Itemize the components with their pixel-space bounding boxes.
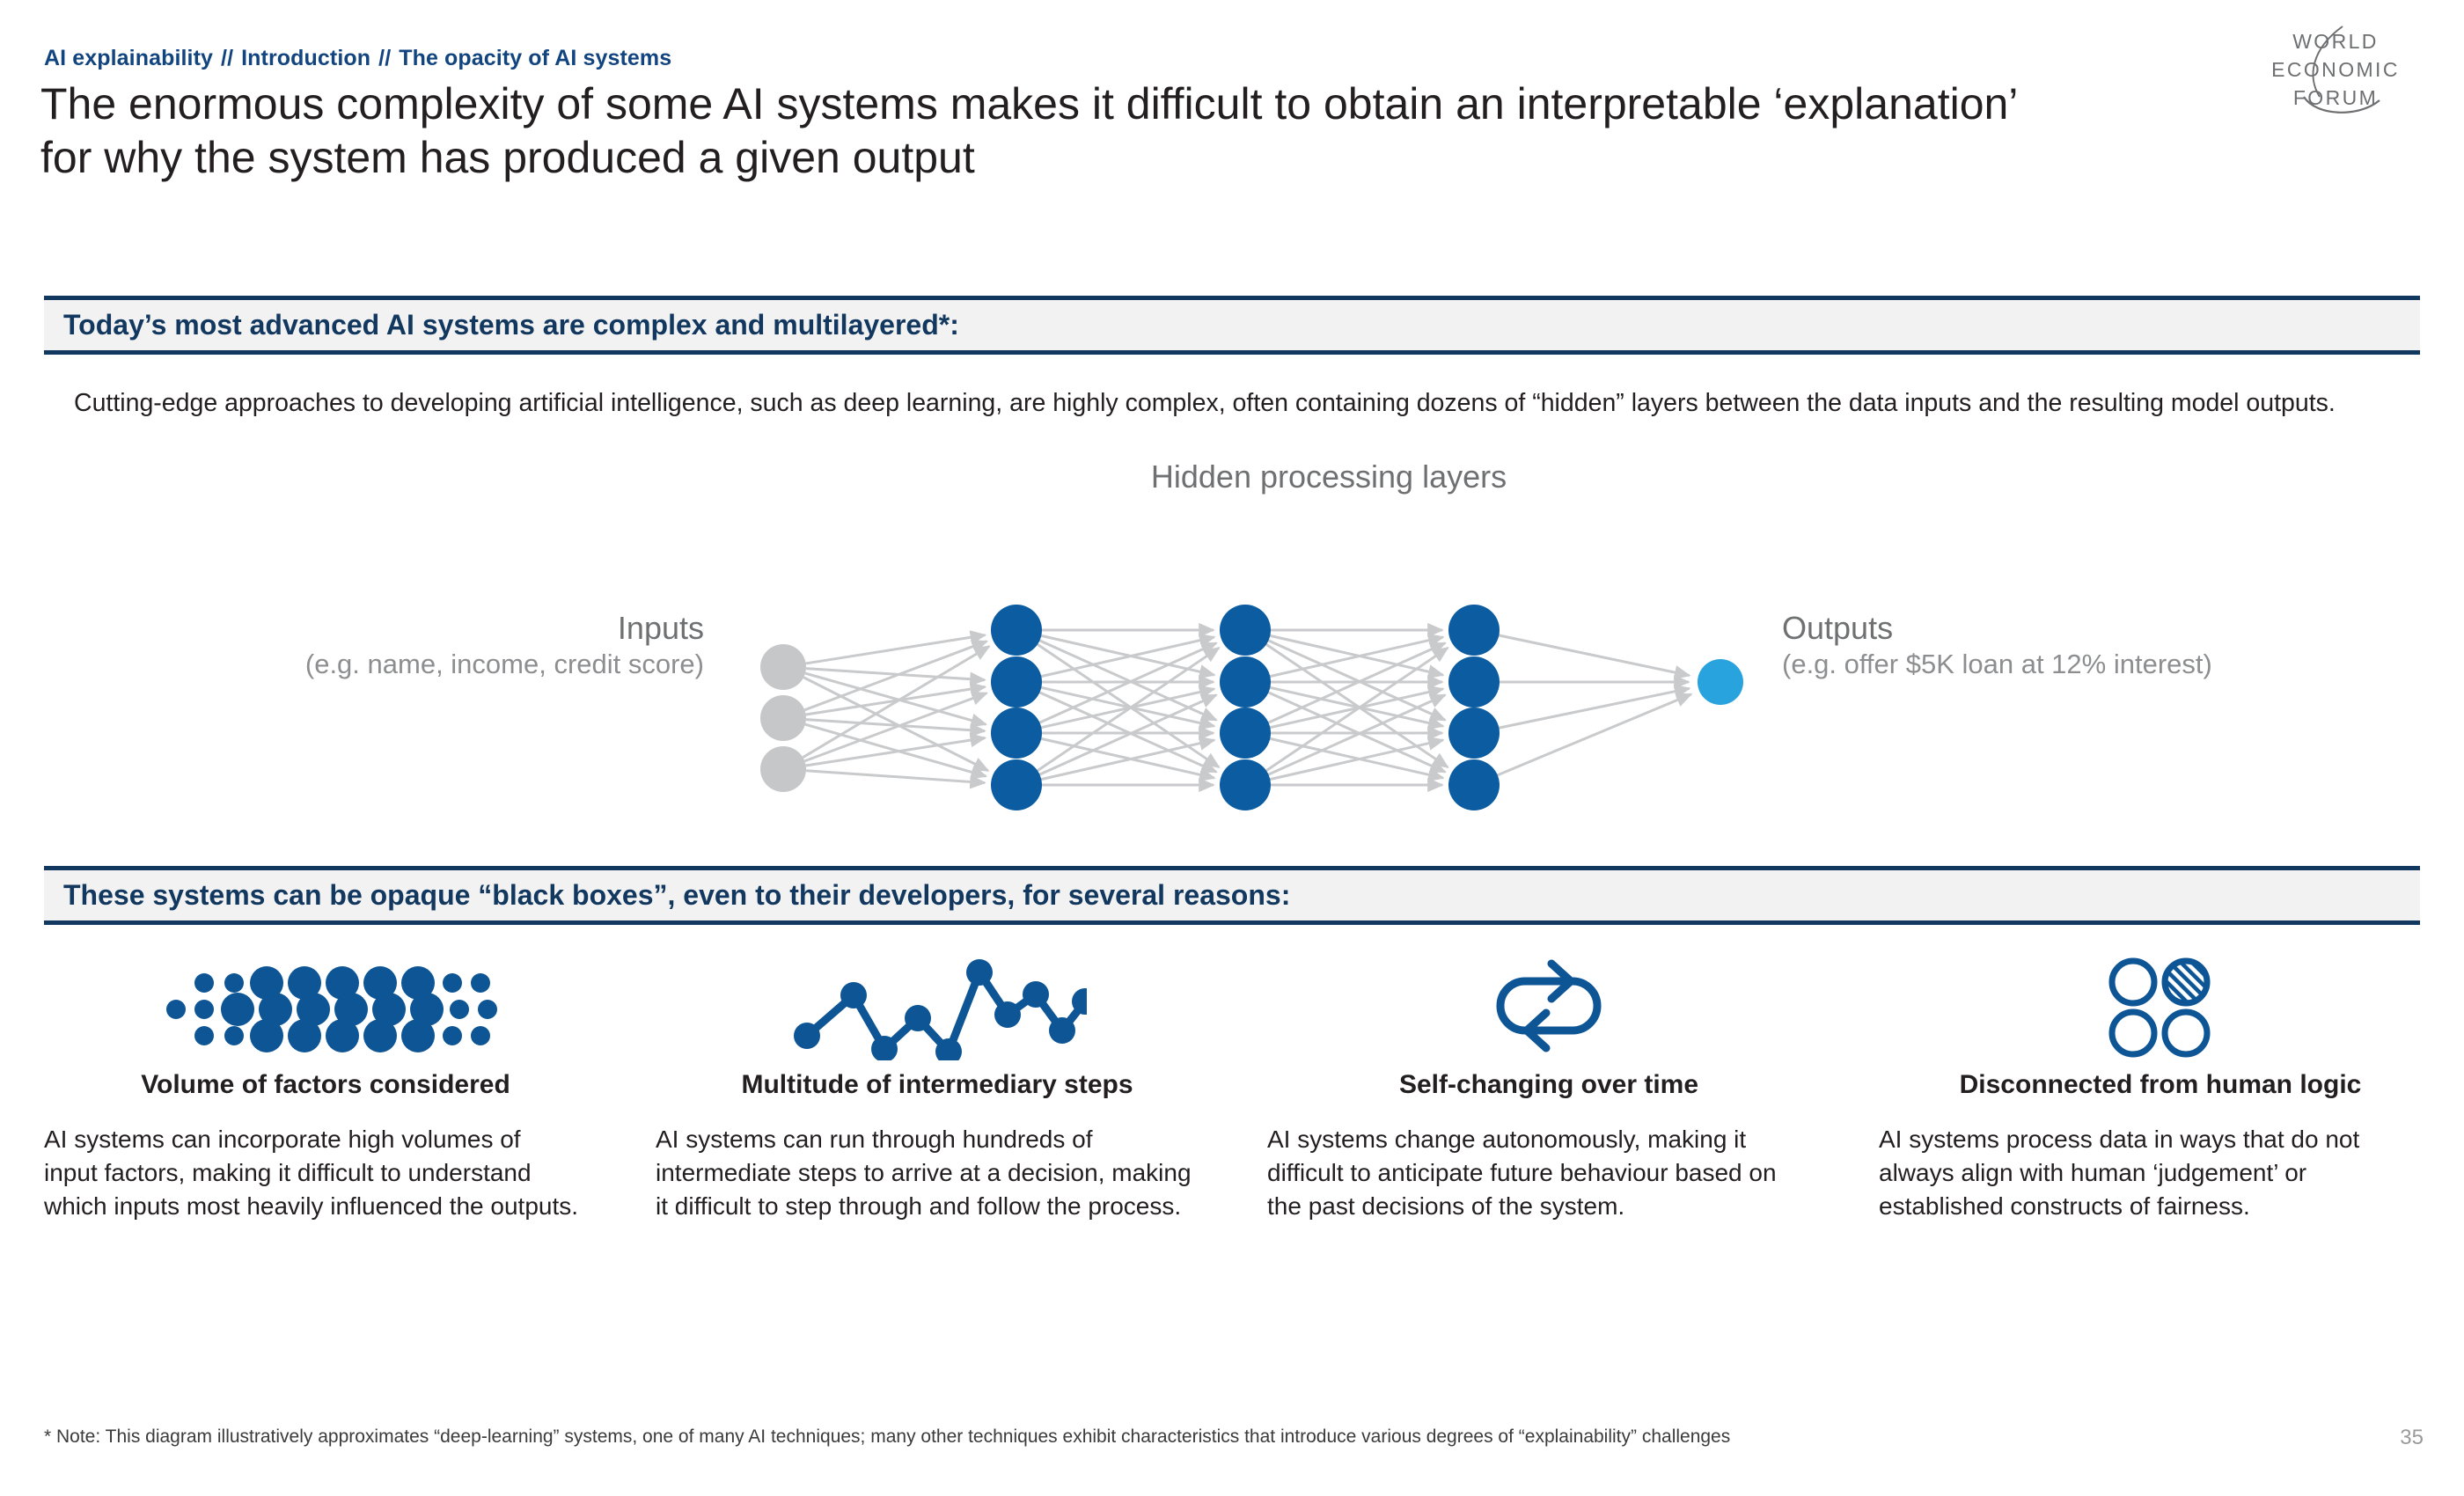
reason-title: Disconnected from human logic xyxy=(1959,1070,2362,1099)
input-node-0 xyxy=(760,644,806,690)
reason-body: AI systems process data in ways that do … xyxy=(1879,1126,2360,1220)
dot-matrix-icon xyxy=(44,950,607,1065)
hidden-node-0-1 xyxy=(991,656,1042,708)
outputs-label: Outputs (e.g. offer $5K loan at 12% inte… xyxy=(1782,609,2433,681)
section2-title: These systems can be opaque “black boxes… xyxy=(63,879,1291,911)
hidden-node-0-0 xyxy=(991,605,1042,656)
breadcrumb-item-2[interactable]: The opacity of AI systems xyxy=(399,46,672,70)
section-header-black-boxes: These systems can be opaque “black boxes… xyxy=(44,866,2420,925)
reason-title: Multitude of intermediary steps xyxy=(741,1070,1133,1099)
hidden-node-2-3 xyxy=(1448,759,1500,810)
world-economic-forum-logo: WORLD ECONOMIC FORUM xyxy=(2248,19,2424,125)
svg-text:ECONOMIC: ECONOMIC xyxy=(2271,58,2400,81)
hidden-node-2-2 xyxy=(1448,708,1500,759)
neural-network-graph xyxy=(760,605,1743,810)
reason-column-volume-of-factors: Volume of factors considered AI systems … xyxy=(44,950,607,1222)
output-node-0 xyxy=(1698,659,1743,705)
outputs-label-title: Outputs xyxy=(1782,610,1894,646)
reason-column-intermediary-steps: Multitude of intermediary steps AI syste… xyxy=(656,950,1219,1222)
reason-body: AI systems can run through hundreds of i… xyxy=(656,1126,1192,1220)
hidden-node-0-2 xyxy=(991,708,1042,759)
reason-column-self-changing: Self-changing over time AI systems chang… xyxy=(1267,950,1830,1222)
reason-column-human-logic: Disconnected from human logic AI systems… xyxy=(1879,950,2442,1222)
page-number: 35 xyxy=(2400,1426,2424,1449)
breadcrumb-item-0[interactable]: AI explainability xyxy=(44,46,214,70)
breadcrumb: AI explainability // Introduction // The opa… xyxy=(44,46,671,71)
hidden-node-1-0 xyxy=(1220,605,1271,656)
four-circles-one-hatched-icon xyxy=(1879,950,2442,1065)
reason-body: AI systems change autonomously, making i… xyxy=(1267,1126,1777,1220)
hidden-node-1-1 xyxy=(1220,656,1271,708)
breadcrumb-separator: // xyxy=(378,46,392,70)
reasons-row: Volume of factors considered AI systems … xyxy=(0,950,2464,1338)
refresh-cycle-icon xyxy=(1267,950,1830,1065)
reason-title: Volume of factors considered xyxy=(141,1070,510,1099)
input-node-2 xyxy=(760,746,806,792)
page-title: The enormous complexity of some AI syste… xyxy=(40,79,2017,182)
input-node-1 xyxy=(760,695,806,741)
hidden-node-1-3 xyxy=(1220,759,1271,810)
neural-network-diagram: Hidden processing layers Inputs (e.g. na… xyxy=(0,458,2464,854)
svg-text:FORUM: FORUM xyxy=(2293,86,2378,109)
hidden-layers-label: Hidden processing layers xyxy=(1150,458,1507,495)
section1-body: Cutting-edge approaches to developing ar… xyxy=(74,389,2336,417)
reason-title: Self-changing over time xyxy=(1398,1070,1699,1099)
outputs-label-sub: (e.g. offer $5K loan at 12% interest) xyxy=(1782,648,2212,679)
breadcrumb-item-1[interactable]: Introduction xyxy=(241,46,371,70)
footnote: * Note: This diagram illustratively appr… xyxy=(44,1426,1731,1447)
inputs-label-sub: (e.g. name, income, credit score) xyxy=(304,648,704,679)
hidden-node-0-3 xyxy=(991,759,1042,810)
hidden-node-1-2 xyxy=(1220,708,1271,759)
hidden-node-2-1 xyxy=(1448,656,1500,708)
inputs-label: Inputs (e.g. name, income, credit score) xyxy=(194,609,704,681)
svg-text:WORLD: WORLD xyxy=(2292,30,2379,53)
reason-body: AI systems can incorporate high volumes … xyxy=(44,1126,579,1220)
inputs-label-title: Inputs xyxy=(617,610,704,646)
section-header-complex-multilayered: Today’s most advanced AI systems are com… xyxy=(44,296,2420,355)
section1-title: Today’s most advanced AI systems are com… xyxy=(63,309,959,341)
zigzag-line-chart-icon xyxy=(656,950,1219,1065)
breadcrumb-separator: // xyxy=(221,46,234,70)
hidden-node-2-0 xyxy=(1448,605,1500,656)
